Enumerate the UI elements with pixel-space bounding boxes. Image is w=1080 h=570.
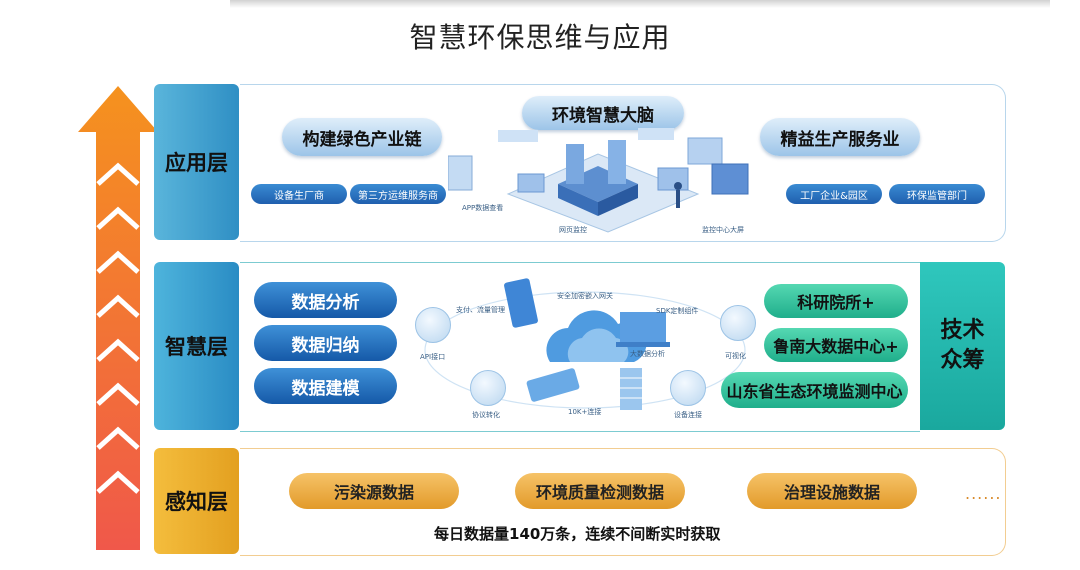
pill-green-industry-chain: 构建绿色产业链 [282,118,442,156]
top-shadow [230,0,1050,8]
cloud-connectivity-illustration [424,278,746,410]
pill-treatment-facility: 治理设施数据 [747,473,917,509]
data-center-illustration [448,128,749,233]
pill-lean-production: 精益生产服务业 [760,118,920,156]
caption-payment: 支付、流量管理 [456,306,505,314]
tag-env-regulator: 环保监管部门 [889,184,985,204]
device-connect-icon [670,370,706,406]
caption-secure-gateway: 安全加密嵌入网关 [557,292,613,300]
tag-equipment-maker: 设备生厂商 [251,184,347,204]
caption-protocol: 协议转化 [472,411,500,419]
pill-lunan-big-data: 鲁南大数据中心+ [764,328,908,362]
protocol-icon [470,370,506,406]
caption-device-connect: 设备连接 [674,411,702,419]
pill-environment-brain: 环境智慧大脑 [522,96,684,130]
caption-visualization: 可视化 [725,352,746,360]
caption-big-data: 大数据分析 [630,350,665,358]
caption-api: API接口 [420,353,446,361]
layer-label-application: 应用层 [154,84,239,240]
tag-factory-park: 工厂企业&园区 [786,184,882,204]
layer-label-smart: 智慧层 [154,262,239,430]
page-title: 智慧环保思维与应用 [409,21,671,54]
caption-web-monitor: 网页监控 [559,226,587,234]
visualization-icon [720,305,756,341]
pill-research-institutes: 科研院所+ [764,284,908,318]
pill-data-induction: 数据归纳 [254,325,397,361]
tech-crowdfunding-box: 技术众筹 [920,262,1005,430]
pill-pollution-source: 污染源数据 [289,473,459,509]
pill-shandong-monitoring: 山东省生态环境监测中心 [721,372,908,408]
rising-arrow-icon [78,86,158,550]
more-indicator: ...... [965,484,1002,503]
caption-sdk: SDK定制组件 [656,307,699,315]
daily-volume-note: 每日数据量140万条，连续不间断实时获取 [434,525,721,543]
tag-third-party-service: 第三方运维服务商 [350,184,446,204]
api-icon [415,307,451,343]
pill-data-modeling: 数据建模 [254,368,397,404]
caption-app-view: APP数据查看 [462,204,504,212]
tech-box-line2: 众筹 [940,348,985,373]
tech-box-line1: 技术 [940,318,985,343]
layer-label-perception: 感知层 [154,448,239,554]
caption-connections: 10K+连接 [568,408,602,416]
pill-data-analysis: 数据分析 [254,282,397,318]
pill-env-quality: 环境质量检测数据 [515,473,685,509]
caption-monitor-screen: 监控中心大屏 [702,226,744,234]
